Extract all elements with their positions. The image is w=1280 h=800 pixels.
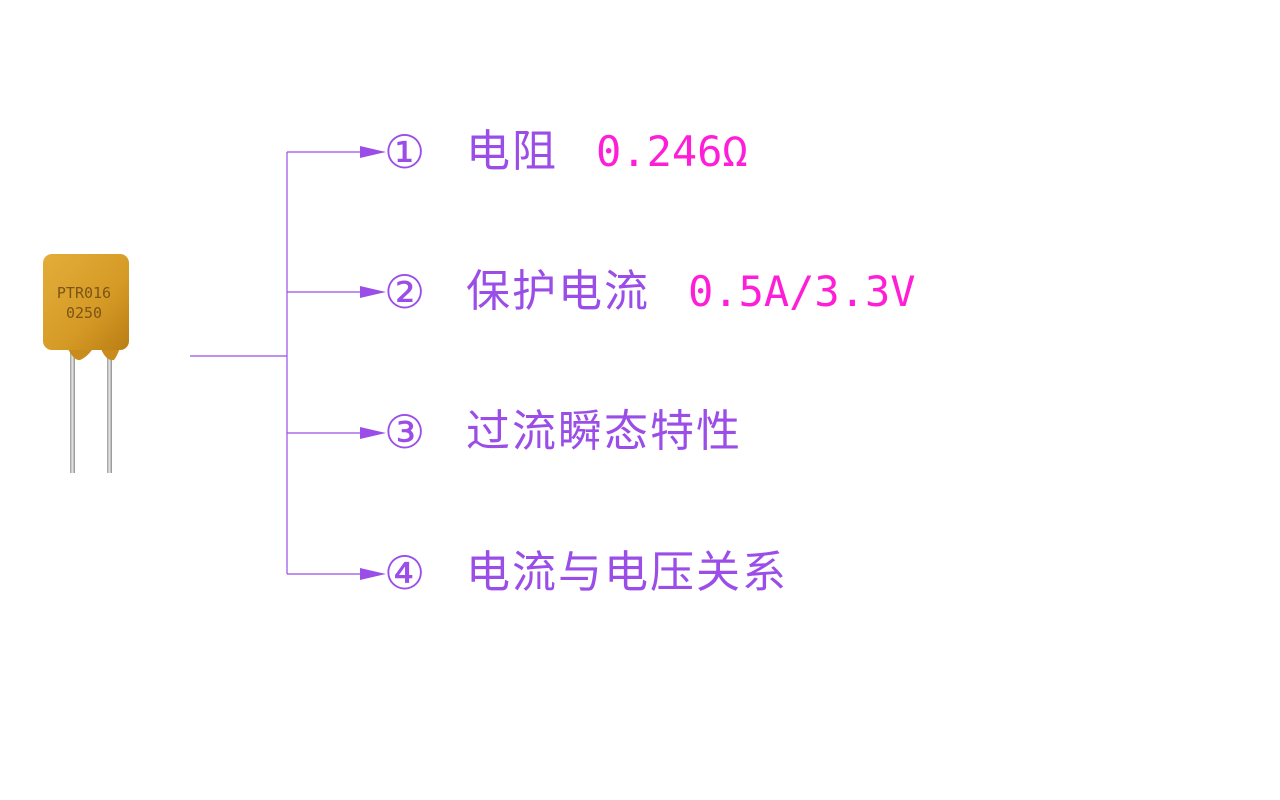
item-label: 过流瞬态特性 bbox=[466, 406, 742, 457]
item-value: 0.246Ω bbox=[596, 127, 748, 176]
item-number: ① bbox=[384, 125, 426, 179]
connector-arrowheads bbox=[360, 146, 386, 580]
spec-item-resistance: ① 电阻 0.246Ω bbox=[384, 122, 748, 182]
item-number: ④ bbox=[384, 546, 426, 600]
spec-item-protection-current: ② 保护电流 0.5A/3.3V bbox=[384, 262, 916, 322]
fuse-marking-line1: PTR016 bbox=[57, 284, 111, 302]
arrowhead-3 bbox=[360, 427, 386, 439]
arrowhead-4 bbox=[360, 568, 386, 580]
spec-item-current-voltage-relation: ④ 电流与电压关系 bbox=[384, 543, 788, 603]
item-label: 保护电流 bbox=[466, 266, 650, 317]
fuse-marking-line2: 0250 bbox=[66, 304, 102, 322]
item-number: ③ bbox=[384, 405, 426, 459]
arrowhead-1 bbox=[360, 146, 386, 158]
fuse-lead-left bbox=[70, 345, 75, 473]
arrowhead-2 bbox=[360, 286, 386, 298]
fuse-body bbox=[43, 254, 129, 350]
item-label: 电阻 bbox=[466, 126, 558, 177]
item-value: 0.5A/3.3V bbox=[688, 267, 916, 316]
item-label: 电流与电压关系 bbox=[466, 547, 788, 598]
item-number: ② bbox=[384, 265, 426, 319]
fuse-lead-right bbox=[107, 345, 112, 473]
connector-tree bbox=[190, 151, 362, 575]
ptc-fuse-component: PTR016 0250 bbox=[43, 254, 129, 473]
spec-item-overcurrent-transient: ③ 过流瞬态特性 bbox=[384, 402, 742, 462]
